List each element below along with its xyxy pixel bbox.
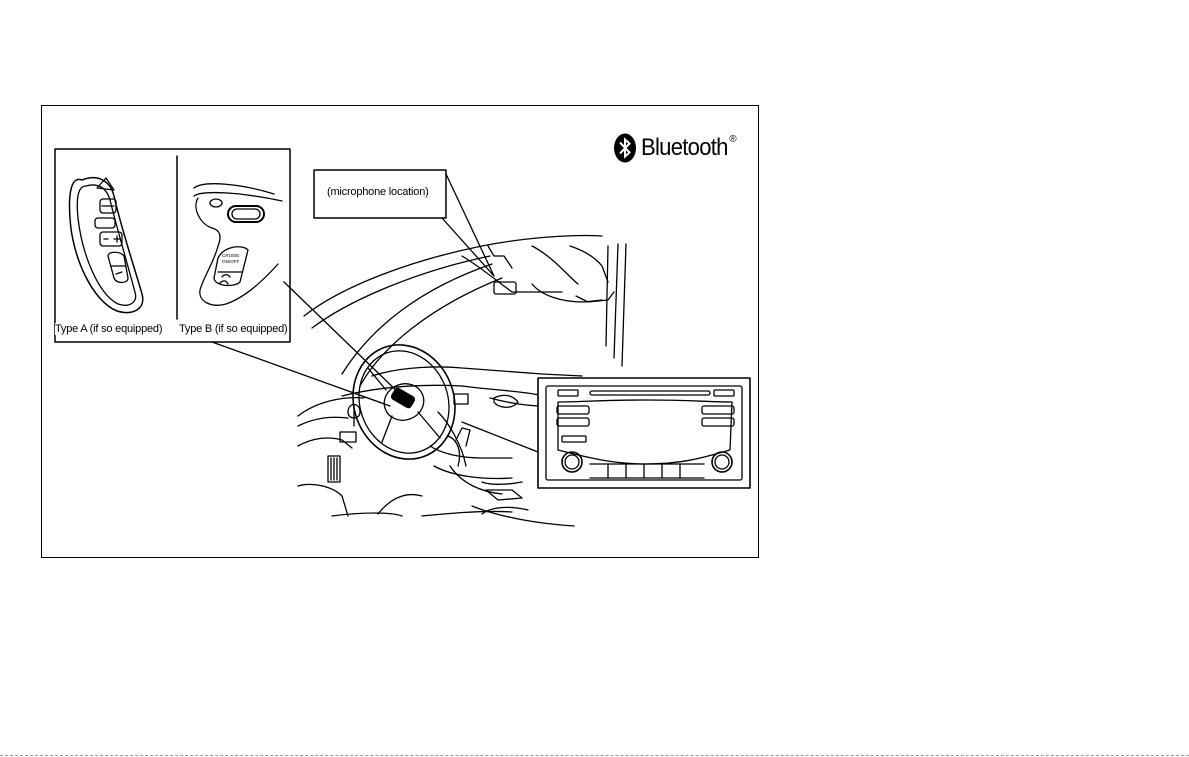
bluetooth-icon xyxy=(613,133,637,163)
figure-frame: CRUISE ON/OFF xyxy=(41,105,759,558)
bluetooth-wordmark: Bluetooth xyxy=(641,134,728,162)
windshield-roof xyxy=(304,235,626,386)
microphone-location-label: (microphone location) xyxy=(327,186,429,198)
type-b-label: Type B (if so equipped) xyxy=(179,323,288,335)
bluetooth-logo: Bluetooth ® xyxy=(613,132,737,164)
cruise-label-line1: CRUISE xyxy=(222,253,239,258)
audio-unit-callout xyxy=(538,378,750,488)
callout-line-audio xyxy=(462,422,538,452)
type-a-label: Type A (if so equipped) xyxy=(55,323,162,335)
registered-mark: ® xyxy=(729,134,736,145)
cruise-label-line2: ON/OFF xyxy=(222,259,240,264)
page-bottom-rule xyxy=(0,755,1189,756)
callout-line-type-b xyxy=(284,282,402,396)
